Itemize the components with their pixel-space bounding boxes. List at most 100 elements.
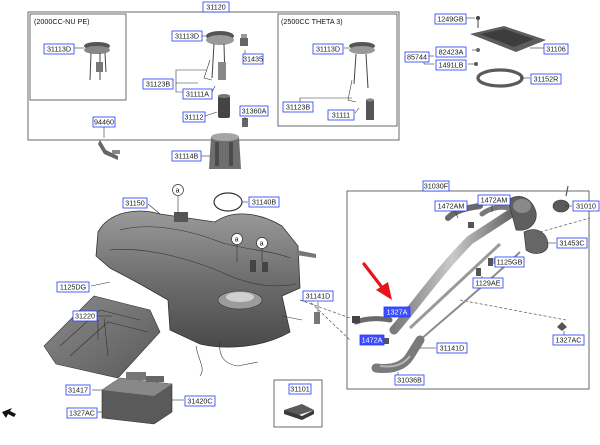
part-number-text[interactable]: 85744 bbox=[407, 53, 427, 62]
part-label-1472am-l[interactable]: 1472AM bbox=[434, 200, 468, 212]
part-label-box[interactable] bbox=[65, 384, 91, 396]
part-label-box[interactable] bbox=[182, 111, 206, 123]
part-label-94460[interactable]: 94460 bbox=[92, 116, 116, 128]
part-number-text[interactable]: 31106 bbox=[546, 45, 565, 54]
part-label-31112[interactable]: 31112 bbox=[182, 111, 206, 123]
part-label-box[interactable] bbox=[422, 180, 450, 192]
part-number-text[interactable]: 31010 bbox=[576, 202, 596, 211]
part-label-31036[interactable]: 31036B bbox=[394, 374, 425, 386]
part-label-box[interactable] bbox=[552, 334, 585, 346]
part-number-text[interactable]: 1327A bbox=[387, 308, 408, 317]
part-label-box[interactable] bbox=[248, 196, 280, 208]
part-number-text[interactable]: 31453C bbox=[559, 239, 584, 248]
part-number-text[interactable]: 31120 bbox=[206, 3, 225, 12]
part-number-text[interactable]: 31112 bbox=[185, 113, 204, 122]
part-number-text[interactable]: 31150 bbox=[125, 199, 144, 208]
part-label-box[interactable] bbox=[435, 46, 467, 58]
part-number-text[interactable]: 94460 bbox=[94, 118, 114, 127]
part-label-31150[interactable]: 31150 bbox=[122, 197, 148, 209]
part-label-box[interactable] bbox=[383, 306, 411, 318]
part-label-box[interactable] bbox=[239, 105, 269, 117]
part-label-box[interactable] bbox=[171, 150, 202, 162]
part-label-1125gb[interactable]: 1125GB bbox=[494, 256, 525, 268]
part-label-31120[interactable]: 31120 bbox=[202, 1, 230, 13]
part-number-text[interactable]: 1125GB bbox=[497, 258, 523, 267]
part-number-text[interactable]: 1472AM bbox=[438, 202, 465, 211]
part-label-box[interactable] bbox=[572, 200, 600, 212]
part-number-text[interactable]: 1327AC bbox=[69, 409, 95, 418]
part-number-text[interactable]: 31113D bbox=[175, 32, 199, 41]
part-number-text[interactable]: 31140B bbox=[252, 198, 276, 207]
part-number-text[interactable]: 31030F bbox=[424, 182, 449, 191]
part-label-1249gb[interactable]: 1249GB bbox=[434, 13, 467, 25]
part-label-box[interactable] bbox=[56, 281, 90, 293]
part-number-text[interactable]: 1125DG bbox=[60, 283, 87, 292]
part-label-31141d-bot[interactable]: 31141D bbox=[436, 342, 468, 354]
part-label-31113-mid[interactable]: 31113D bbox=[171, 30, 203, 42]
part-number-text[interactable]: 1129AE bbox=[475, 279, 500, 288]
part-label-1472am-r[interactable]: 1472AM bbox=[477, 194, 511, 206]
part-label-31113-right[interactable]: 31113D bbox=[312, 43, 344, 55]
part-number-text[interactable]: 31111A bbox=[186, 90, 209, 99]
part-label-box[interactable] bbox=[543, 43, 569, 55]
part-label-box[interactable] bbox=[43, 43, 75, 55]
part-label-box[interactable] bbox=[184, 395, 216, 407]
part-label-31140[interactable]: 31140B bbox=[248, 196, 280, 208]
part-label-31030[interactable]: 31030F bbox=[422, 180, 450, 192]
part-label-box[interactable] bbox=[494, 256, 525, 268]
part-number-text[interactable]: 31101 bbox=[290, 385, 309, 394]
part-label-box[interactable] bbox=[182, 88, 213, 100]
part-number-text[interactable]: 31113D bbox=[316, 45, 340, 54]
part-label-box[interactable] bbox=[312, 43, 344, 55]
part-label-box[interactable] bbox=[434, 200, 468, 212]
part-label-box[interactable] bbox=[72, 310, 98, 322]
part-label-31220[interactable]: 31220 bbox=[72, 310, 98, 322]
part-label-box[interactable] bbox=[472, 277, 504, 289]
part-label-box[interactable] bbox=[477, 194, 511, 206]
part-label-31360[interactable]: 31360A bbox=[239, 105, 269, 117]
part-label-31152[interactable]: 31152R bbox=[530, 73, 562, 85]
part-number-text[interactable]: 31036B bbox=[397, 376, 422, 385]
part-number-text[interactable]: 31141D bbox=[306, 292, 331, 301]
part-label-85744[interactable]: 85744 bbox=[404, 51, 430, 63]
part-number-text[interactable]: 1249GB bbox=[437, 15, 464, 24]
part-label-1327ac-left[interactable]: 1327AC bbox=[66, 407, 98, 419]
part-label-31141d-top[interactable]: 31141D bbox=[302, 290, 334, 302]
part-label-31435[interactable]: 31435 bbox=[242, 53, 264, 65]
part-label-box[interactable] bbox=[434, 13, 467, 25]
part-label-box[interactable] bbox=[435, 59, 467, 71]
part-label-box[interactable] bbox=[142, 78, 174, 90]
part-number-text[interactable]: 1472AM bbox=[481, 196, 508, 205]
part-label-box[interactable] bbox=[327, 109, 355, 121]
part-label-31420[interactable]: 31420C bbox=[184, 395, 216, 407]
part-label-box[interactable] bbox=[359, 334, 385, 346]
part-label-31106[interactable]: 31106 bbox=[543, 43, 569, 55]
part-number-text[interactable]: 82423A bbox=[439, 48, 464, 57]
part-label-1472a-sel[interactable]: 1472A bbox=[359, 334, 385, 346]
part-label-31113-left[interactable]: 31113D bbox=[43, 43, 75, 55]
part-label-1129ae[interactable]: 1129AE bbox=[472, 277, 504, 289]
part-label-box[interactable] bbox=[282, 101, 314, 113]
part-label-31123-mid[interactable]: 31123B bbox=[142, 78, 174, 90]
part-number-text[interactable]: 31152R bbox=[534, 75, 559, 84]
part-number-text[interactable]: 31111 bbox=[332, 111, 350, 120]
part-number-text[interactable]: 1327AC bbox=[556, 336, 582, 345]
part-label-31010[interactable]: 31010 bbox=[572, 200, 600, 212]
part-number-text[interactable]: 31123B bbox=[286, 103, 310, 112]
part-number-text[interactable]: 31113D bbox=[47, 45, 71, 54]
part-label-box[interactable] bbox=[394, 374, 425, 386]
part-label-31101[interactable]: 31101 bbox=[288, 383, 312, 395]
part-label-box[interactable] bbox=[436, 342, 468, 354]
part-label-1327a-sel[interactable]: 1327A bbox=[383, 306, 411, 318]
part-number-text[interactable]: 31220 bbox=[75, 312, 95, 321]
part-label-1491lb[interactable]: 1491LB bbox=[435, 59, 467, 71]
part-number-text[interactable]: 1472A bbox=[362, 336, 383, 345]
part-number-text[interactable]: 31360A bbox=[242, 107, 267, 116]
part-label-box[interactable] bbox=[530, 73, 562, 85]
part-label-1327ac-right[interactable]: 1327AC bbox=[552, 334, 585, 346]
part-label-box[interactable] bbox=[288, 383, 312, 395]
part-label-31123-right[interactable]: 31123B bbox=[282, 101, 314, 113]
part-number-text[interactable]: 31420C bbox=[187, 397, 212, 406]
part-number-text[interactable]: 31123B bbox=[146, 80, 170, 89]
part-label-31417[interactable]: 31417 bbox=[65, 384, 91, 396]
